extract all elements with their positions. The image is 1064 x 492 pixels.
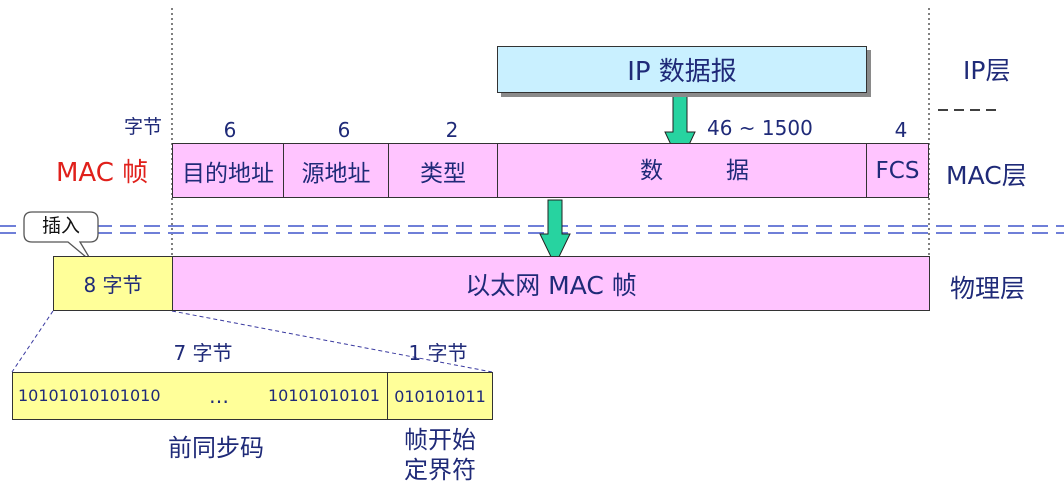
expand-line-right	[171, 310, 493, 373]
one-byte-label: 1 字节	[408, 341, 468, 365]
ip-layer-label: IP层	[963, 56, 1011, 85]
src-address-label: 源地址	[301, 160, 371, 187]
type-label: 类型	[420, 160, 466, 187]
preamble-label: 前同步码	[168, 434, 264, 462]
ethernet-mac-frame-label: 以太网 MAC 帧	[465, 270, 637, 300]
fcs-bytes: 4	[894, 118, 908, 142]
down-arrow-mac-to-phy	[539, 199, 571, 267]
sfd-label-line1: 帧开始	[404, 426, 476, 454]
insert-callout-text: 插入	[41, 215, 81, 237]
bytes-unit-label: 字节	[124, 116, 163, 138]
fcs-label: FCS	[875, 157, 920, 184]
preamble-bits-start: 10101010101010	[18, 386, 161, 405]
preamble-8-bytes-label: 8 字节	[83, 273, 143, 297]
ethernet-mac-frame-box: 以太网 MAC 帧	[172, 256, 930, 311]
data-label-right: 据	[726, 158, 749, 184]
data-bytes: 46 ~ 1500	[707, 116, 813, 140]
src-bytes: 6	[337, 118, 351, 142]
mac-field-data: 数 据	[497, 143, 867, 198]
insert-callout-bubble	[23, 211, 99, 263]
data-label-left: 数	[640, 158, 663, 184]
sfd-bits: 010101011	[394, 386, 486, 406]
dest-address-label: 目的地址	[182, 160, 274, 187]
ip-datagram-label: IP 数据报	[627, 57, 737, 87]
phy-layer-label: 物理层	[950, 274, 1026, 303]
preamble-bits-end: 10101010101	[268, 386, 380, 405]
expand-line-left	[11, 310, 54, 373]
seven-bytes-label: 7 字节	[173, 341, 233, 365]
ip-datagram-box: IP 数据报	[497, 46, 867, 93]
mac-frame-label: MAC 帧	[56, 158, 149, 188]
mac-field-dest-address: 目的地址	[172, 143, 284, 198]
mac-field-type: 类型	[388, 143, 498, 198]
mac-field-fcs: FCS	[866, 143, 929, 198]
preamble-ellipsis: …	[209, 384, 229, 408]
type-bytes: 2	[445, 118, 459, 142]
preamble-bits-box: 10101010101010 … 10101010101	[12, 372, 388, 420]
sfd-bits-box: 010101011	[387, 372, 493, 420]
dest-bytes: 6	[223, 118, 237, 142]
sfd-label-line2: 定界符	[404, 456, 476, 484]
preamble-8-bytes-box: 8 字节	[53, 256, 173, 311]
mac-field-src-address: 源地址	[283, 143, 389, 198]
mac-layer-label: MAC层	[946, 161, 1027, 190]
